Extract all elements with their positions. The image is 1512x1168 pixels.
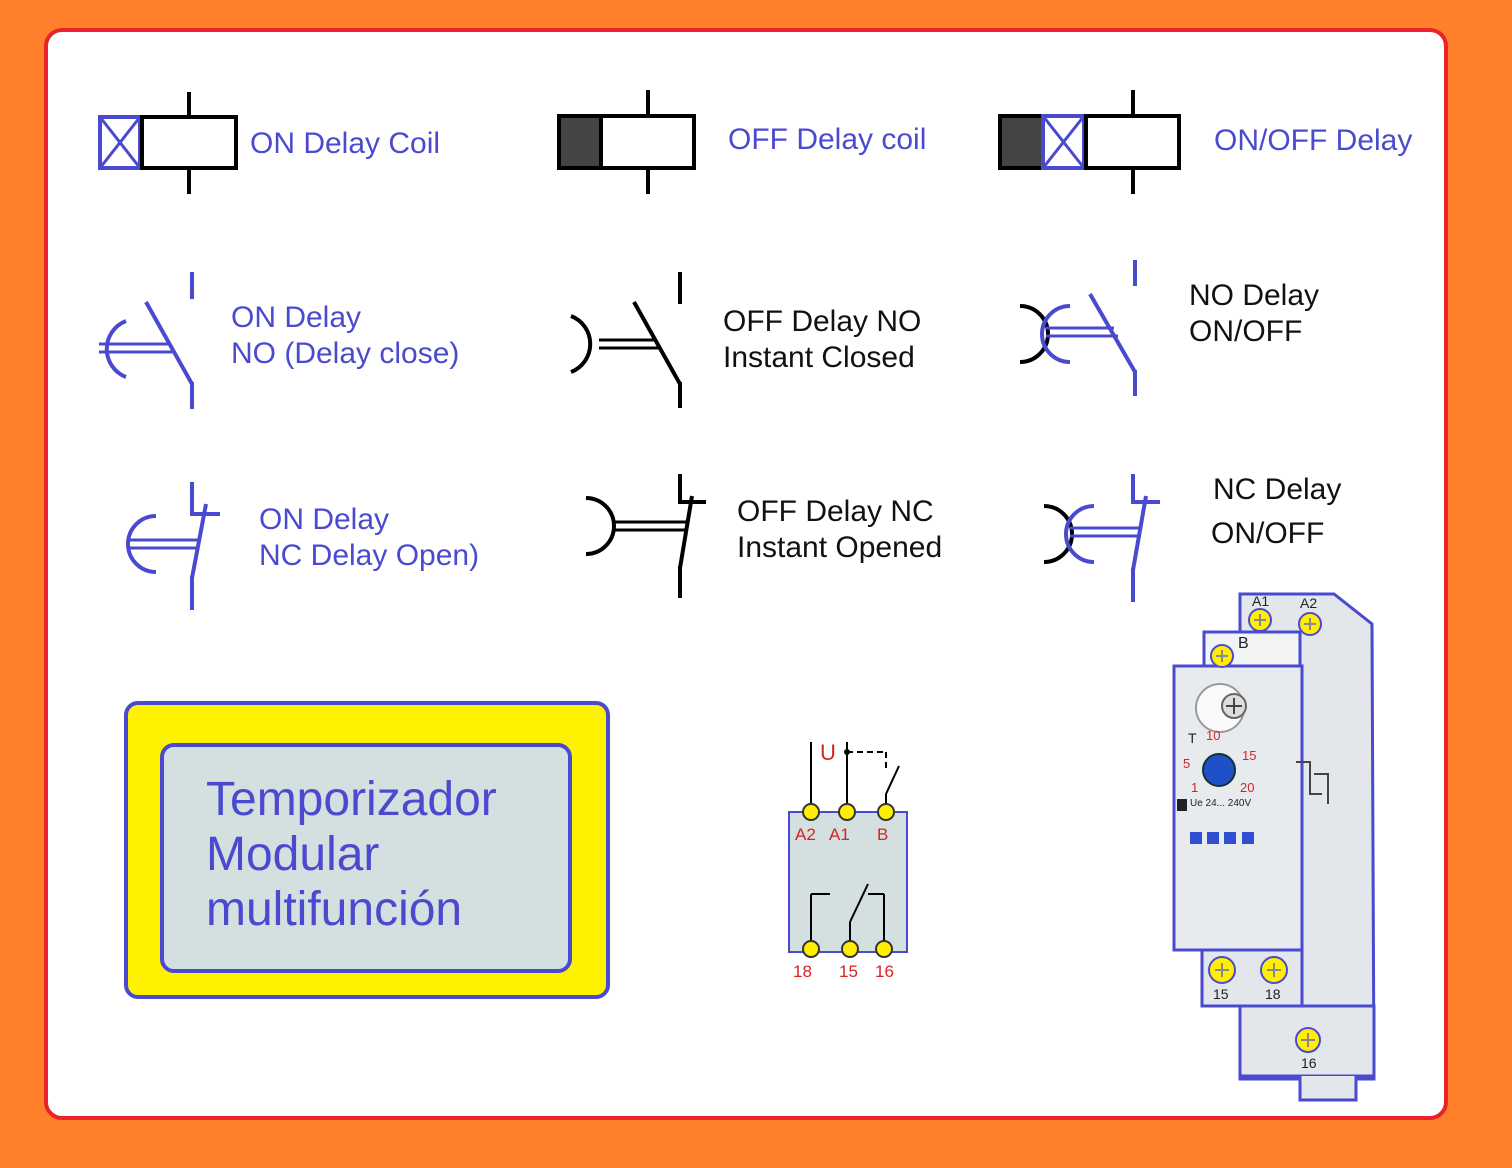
relay-dial-20: 20 — [1240, 780, 1255, 795]
label-on-off-delay: ON/OFF Delay — [1214, 124, 1413, 157]
label-on-delay-nc-line1: ON Delay — [259, 503, 390, 536]
relay-dial-10: 10 — [1206, 728, 1221, 743]
on-delay-nc-symbol — [126, 482, 220, 610]
nc-delay-onoff-symbol — [1043, 474, 1160, 602]
relay-dial-label: T — [1188, 730, 1197, 746]
on-delay-coil-symbol — [98, 92, 238, 194]
label-on-delay-coil: ON Delay Coil — [250, 127, 441, 160]
relay-rating: Ue 24... 240V — [1190, 798, 1252, 809]
title-line-2: Modular — [206, 828, 380, 881]
label-nc-delay-onoff-line1: NC Delay — [1213, 473, 1342, 506]
label-off-delay-coil: OFF Delay coil — [728, 123, 927, 156]
relay-terminal-16: 16 — [1301, 1055, 1317, 1071]
on-off-delay-coil-symbol — [998, 90, 1181, 194]
relay-dial-15: 15 — [1242, 748, 1257, 763]
symbol-drawings — [98, 90, 1376, 1102]
title-inner-panel: Temporizador Modular multifunción — [160, 743, 572, 973]
off-delay-nc-symbol — [585, 474, 706, 598]
wiring-terminal-a2: A2 — [795, 825, 816, 844]
relay-dial-1: 1 — [1191, 780, 1199, 795]
relay-device — [1172, 592, 1376, 1102]
relay-dial-5: 5 — [1183, 756, 1191, 771]
title-box: Temporizador Modular multifunción — [124, 701, 610, 999]
relay-terminal-a1: A1 — [1252, 593, 1270, 609]
diagram-card: ON Delay Coil OFF Delay coil ON/OFF Dela… — [44, 28, 1448, 1120]
wiring-terminal-18: 18 — [793, 962, 812, 981]
wiring-terminal-a1: A1 — [829, 825, 850, 844]
label-on-delay-nc-line2: NC Delay Open) — [259, 539, 480, 572]
relay-terminal-15: 15 — [1213, 986, 1229, 1002]
off-delay-coil-symbol — [557, 90, 696, 194]
title-line-3: multifunción — [206, 883, 463, 936]
label-nc-delay-onoff-line2: ON/OFF — [1211, 517, 1325, 550]
title-line-1: Temporizador — [206, 773, 497, 826]
label-off-delay-nc-line2: Instant Opened — [737, 531, 943, 564]
relay-terminal-a2: A2 — [1300, 595, 1318, 611]
label-no-delay-onoff-line2: ON/OFF — [1189, 315, 1303, 348]
wiring-supply-label: U — [820, 740, 836, 765]
label-no-delay-onoff-line1: NO Delay — [1189, 279, 1320, 312]
relay-terminal-18: 18 — [1265, 986, 1281, 1002]
label-off-delay-nc-line1: OFF Delay NC — [737, 495, 934, 528]
on-delay-no-symbol — [99, 272, 194, 409]
wiring-terminal-15: 15 — [839, 962, 858, 981]
wiring-terminal-16: 16 — [875, 962, 894, 981]
off-delay-no-symbol — [570, 272, 682, 408]
wiring-diagram — [788, 742, 908, 958]
label-off-delay-no-line1: OFF Delay NO — [723, 305, 922, 338]
no-delay-onoff-symbol — [1019, 260, 1137, 396]
relay-terminal-b: B — [1238, 635, 1249, 652]
label-on-delay-no-line1: ON Delay — [231, 301, 362, 334]
label-on-delay-no-line2: NO (Delay close) — [231, 337, 460, 370]
label-off-delay-no-line2: Instant Closed — [723, 341, 915, 374]
wiring-terminal-b: B — [877, 825, 889, 844]
